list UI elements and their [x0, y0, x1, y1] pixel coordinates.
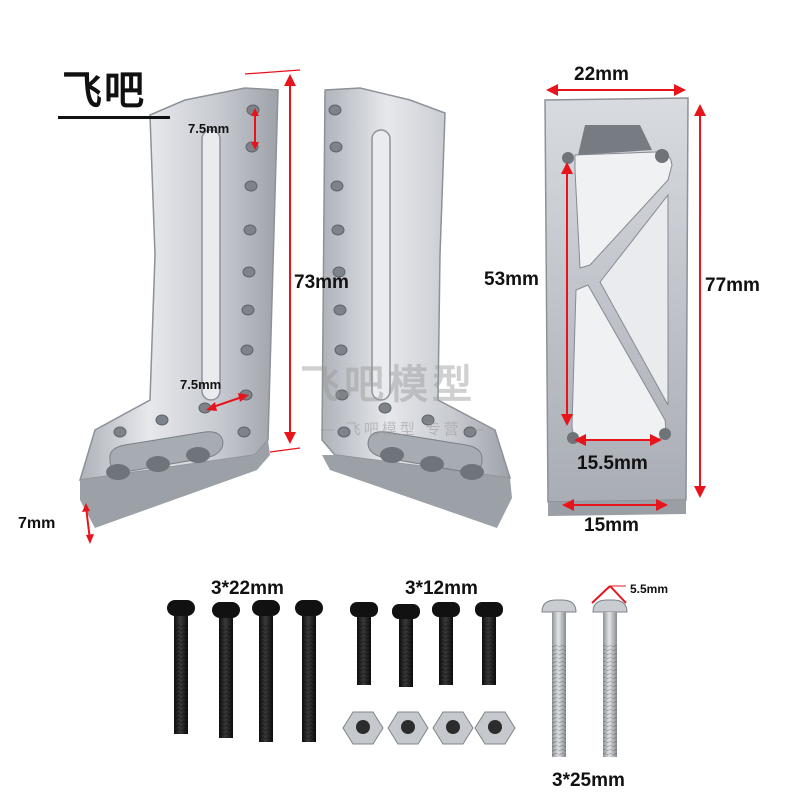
brand-underline	[58, 116, 170, 119]
dim-plate-thickness: 7mm	[18, 515, 56, 532]
watermark-subtext: — 飞吧模型 专营 —	[320, 420, 488, 438]
dim-frame-height: 77mm	[705, 275, 760, 296]
frame-part	[544, 97, 689, 516]
label-long-screws: 3*22mm	[211, 578, 284, 599]
lock-nut-3	[432, 711, 474, 745]
bracket-left	[78, 87, 279, 528]
lock-nut-1	[342, 711, 384, 745]
dim-frame-width: 22mm	[574, 64, 629, 85]
long-screw-1	[167, 600, 195, 734]
label-steel-screws: 3*25mm	[552, 770, 625, 791]
watermark: 飞吧模型	[300, 362, 476, 408]
dim-frame-inner-height: 53mm	[484, 269, 539, 290]
long-screw-2	[212, 602, 240, 738]
lock-nut-4	[474, 711, 516, 745]
lock-nut-2	[387, 711, 429, 745]
steel-screw-2	[592, 599, 628, 757]
short-screw-1	[350, 602, 378, 685]
short-screw-4	[475, 602, 503, 685]
steel-screws	[541, 599, 628, 757]
label-head-size: 5.5mm	[630, 582, 669, 596]
dimension-lines	[82, 69, 706, 604]
bracket-right	[321, 87, 512, 528]
short-screws	[350, 602, 503, 687]
lock-nuts	[342, 711, 516, 745]
dim-bottom-hole-span: 15.5mm	[577, 453, 648, 474]
short-screw-3	[432, 602, 460, 685]
long-screw-3	[252, 600, 280, 742]
dim-hole-pitch-top: 7.5mm	[188, 121, 230, 136]
long-screw-4	[295, 600, 323, 742]
brand-logo: 飞吧	[62, 68, 146, 114]
dim-hole-pitch-lower: 7.5mm	[180, 377, 222, 392]
long-screws	[167, 600, 323, 742]
steel-screw-1	[541, 599, 577, 757]
dim-bracket-height: 73mm	[294, 272, 349, 293]
dim-bottom-width: 15mm	[584, 515, 639, 536]
label-short-screws: 3*12mm	[405, 578, 478, 599]
short-screw-2	[392, 604, 420, 687]
